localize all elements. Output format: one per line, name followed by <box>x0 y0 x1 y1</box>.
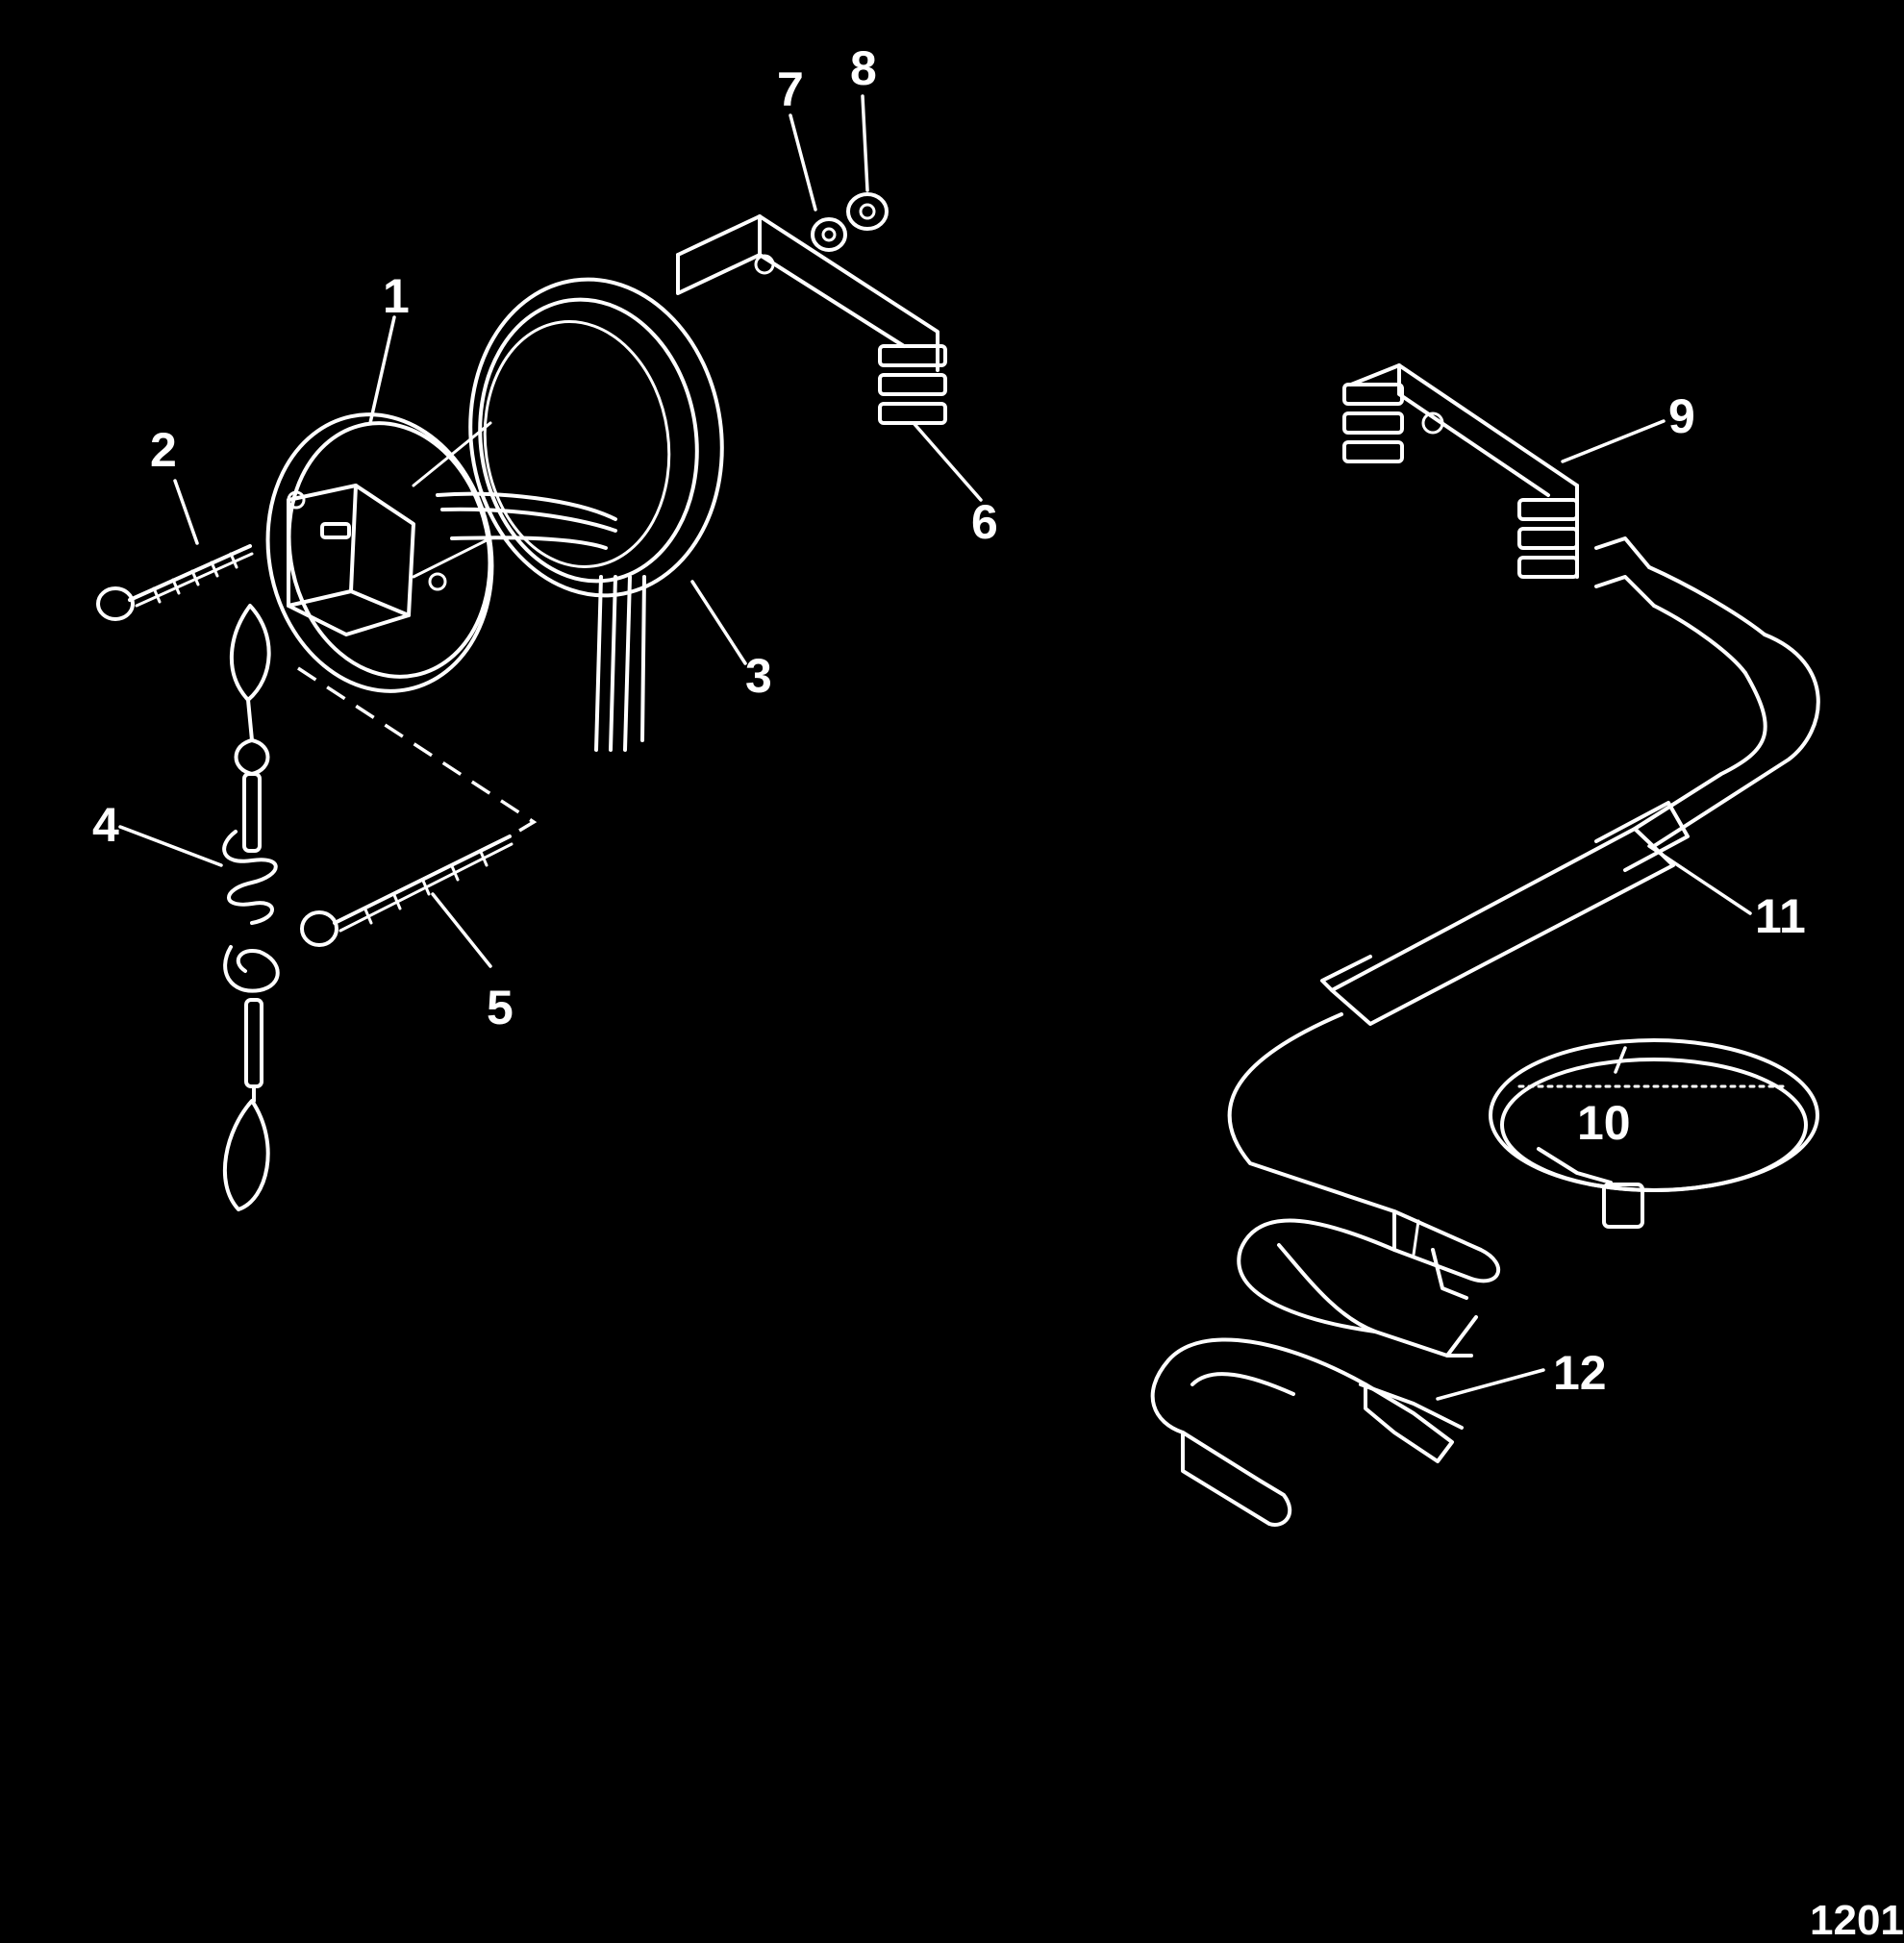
callout-6: 6 <box>971 495 998 549</box>
part-9-bracket <box>1342 363 1579 579</box>
part-11-harness <box>1227 536 1820 1358</box>
part-5-screw <box>300 834 514 947</box>
leader-10 <box>1614 1046 1627 1074</box>
leader-4 <box>118 825 223 867</box>
callout-9: 9 <box>1668 389 1695 443</box>
callout-2: 2 <box>150 423 177 477</box>
leader-6 <box>912 421 983 502</box>
part-3-housing <box>412 277 724 752</box>
callout-11: 11 <box>1755 889 1806 943</box>
part-6-bracket <box>676 214 947 425</box>
part-1-switch-plate <box>265 412 494 693</box>
leader-11 <box>1647 844 1752 915</box>
leader-1 <box>368 315 396 425</box>
part-7-washer <box>811 217 847 252</box>
callout-8: 8 <box>850 41 877 95</box>
figure-number: 12013 <box>1810 1897 1904 1943</box>
leader-lines <box>118 94 1752 1401</box>
leader-5 <box>431 892 492 968</box>
leader-9 <box>1561 419 1666 463</box>
callout-4: 4 <box>92 798 119 852</box>
callout-7: 7 <box>777 62 804 116</box>
leader-8 <box>861 94 869 192</box>
leader-3 <box>690 580 747 665</box>
part-12-jumper-wire <box>1150 1243 1464 1527</box>
alignment-dashed-line <box>297 666 538 838</box>
callout-5: 5 <box>487 981 514 1034</box>
callout-12: 12 <box>1553 1346 1607 1400</box>
callout-1: 1 <box>383 269 410 323</box>
leader-12 <box>1436 1368 1545 1401</box>
part-8-nut <box>846 192 889 231</box>
leader-2 <box>173 479 199 545</box>
callout-3: 3 <box>745 649 772 703</box>
leader-7 <box>789 113 817 212</box>
part-10-clamp <box>1489 1038 1819 1229</box>
callout-10: 10 <box>1577 1096 1631 1150</box>
part-4-lanyard <box>222 604 280 1211</box>
part-2-screw <box>96 544 254 621</box>
